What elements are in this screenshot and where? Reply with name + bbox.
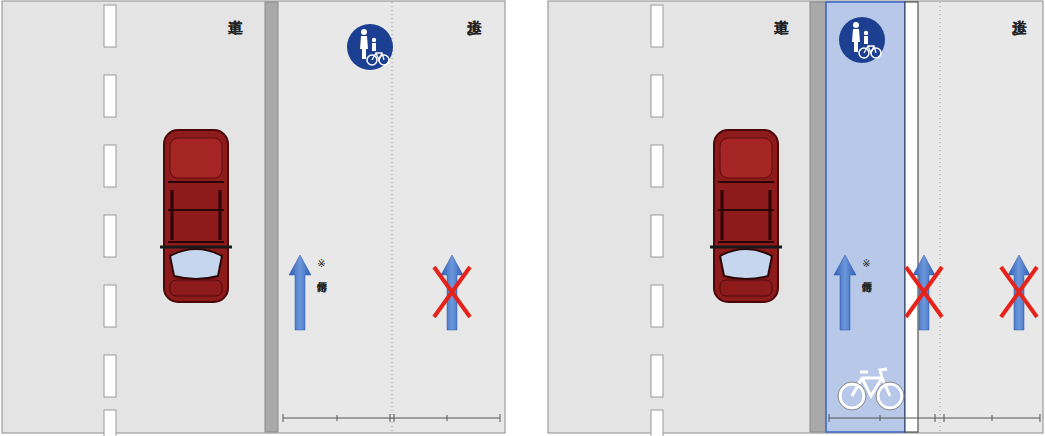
shared-path-sign bbox=[347, 24, 393, 70]
zone-line bbox=[905, 2, 918, 432]
shared-path-sign bbox=[839, 17, 885, 63]
allowed-arrow bbox=[289, 255, 311, 330]
bicycle-outline bbox=[838, 382, 904, 410]
bicycle-marking bbox=[840, 369, 902, 408]
sidewalk-divider bbox=[392, 2, 393, 432]
roadway bbox=[3, 2, 265, 432]
note-mark: ※ bbox=[316, 258, 326, 269]
panel-frame bbox=[2, 1, 505, 433]
curb bbox=[265, 2, 278, 432]
allowed-arrow bbox=[834, 255, 856, 330]
car bbox=[160, 130, 232, 302]
note-mark: ※ bbox=[861, 258, 871, 269]
sidewalk-divider bbox=[940, 2, 941, 432]
right-panel bbox=[548, 1, 1043, 436]
panel-frame bbox=[548, 1, 1043, 433]
lane-line bbox=[651, 5, 663, 436]
car bbox=[710, 130, 782, 302]
width-dimension bbox=[829, 414, 1040, 422]
left-panel bbox=[2, 1, 505, 436]
width-dimension bbox=[283, 414, 500, 422]
lane-line bbox=[104, 5, 116, 436]
prohibited-cross bbox=[906, 267, 942, 317]
cycle-zone bbox=[826, 2, 905, 432]
curb bbox=[810, 2, 826, 432]
prohibited-cross bbox=[1001, 267, 1037, 317]
roadway bbox=[549, 2, 810, 432]
prohibited-cross bbox=[434, 267, 470, 317]
